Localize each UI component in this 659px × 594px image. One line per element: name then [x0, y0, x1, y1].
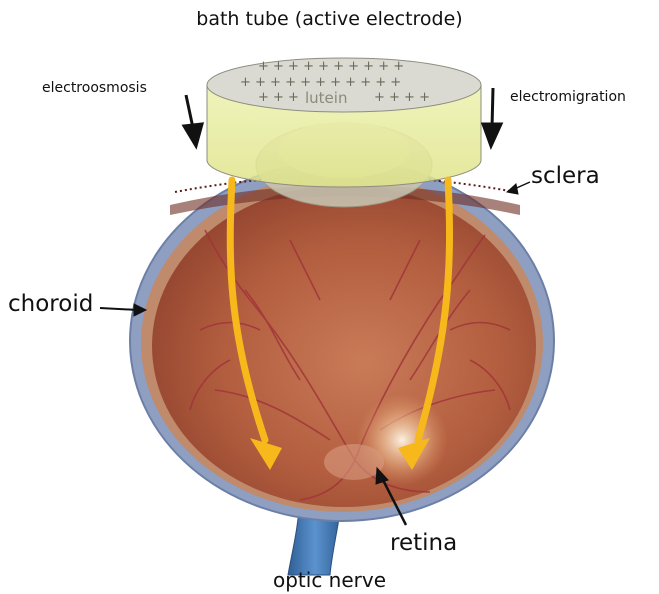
bath-tube-label: bath tube (active electrode): [0, 8, 659, 30]
svg-text:+ + + +: + + + +: [374, 90, 430, 105]
plus-row-2: + + + + + + + + + + +: [240, 75, 401, 90]
down-arrow-icon: [492, 88, 493, 128]
lutein-label: lutein: [305, 89, 347, 107]
choroid-pointer: [100, 308, 138, 310]
plus-row-1: + + + + + + + + + +: [258, 59, 404, 74]
down-arrow-icon: [186, 95, 193, 128]
retina-label: retina: [390, 530, 457, 556]
bath-tube: + + + + + + + + + + + + + + + + + + + + …: [207, 58, 481, 187]
choroid-label: choroid: [8, 291, 93, 317]
sclera-label: sclera: [531, 163, 600, 189]
plus-row-3: + + +: [258, 90, 299, 105]
optic-nerve-label: optic nerve: [0, 568, 659, 592]
electromigration-label: electromigration: [510, 89, 626, 105]
electroosmosis-label: electroosmosis: [42, 80, 147, 96]
